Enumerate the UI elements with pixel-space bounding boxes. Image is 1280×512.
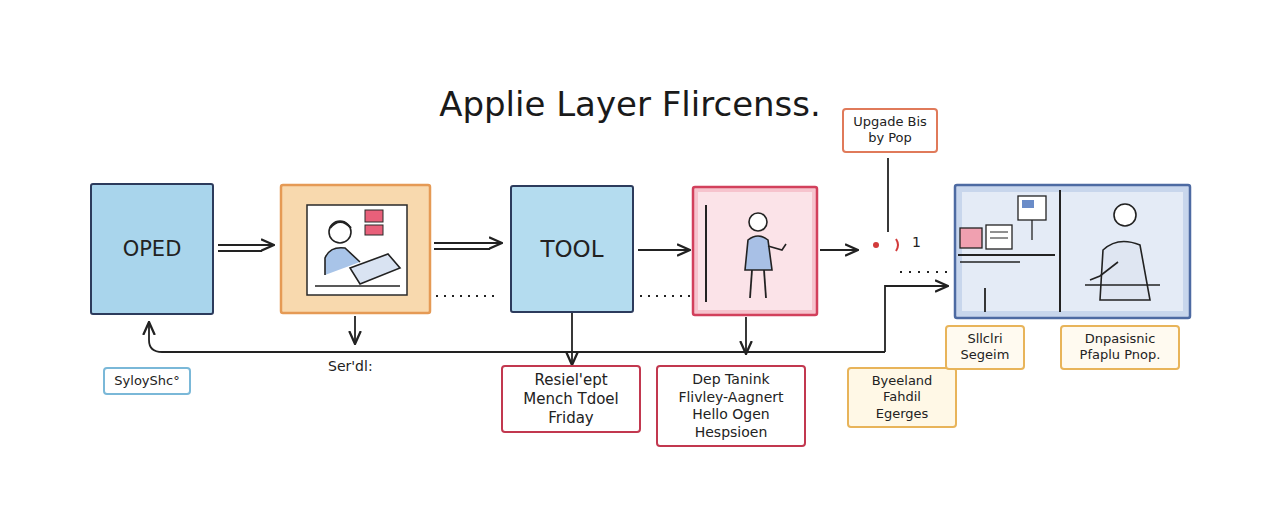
workstation-panel xyxy=(955,185,1190,318)
pink-illustration-box xyxy=(693,187,817,315)
orange-illustration-box xyxy=(281,185,430,313)
note-box: SyloyShc° xyxy=(103,367,190,395)
node-text: SyloyShc° xyxy=(114,373,179,389)
annotation-label: 1 xyxy=(910,234,923,250)
process-box: OPED xyxy=(90,183,214,315)
annotation-label: Ser'dl: xyxy=(326,358,375,374)
connector-arrow xyxy=(571,313,573,365)
note-box: Resiel'ept Mench Tdoel Friday xyxy=(501,365,641,433)
node-text: OPED xyxy=(123,237,182,261)
node-text: Byeeland Fahdil Egerges xyxy=(858,373,946,422)
note-box: Byeeland Fahdil Egerges xyxy=(847,367,957,428)
note-box: Sllclri Segeim xyxy=(945,325,1025,370)
node-text: Upgade Bis by Pop xyxy=(853,114,927,147)
signal-dots xyxy=(873,239,898,251)
node-text: Dnpasisnic Pfaplu Pnop. xyxy=(1071,331,1169,364)
node-text: TOOL xyxy=(540,236,603,262)
node-text: Resiel'ept Mench Tdoel Friday xyxy=(512,371,630,427)
node-text: Dep Tanink Flivley-Aagnert Hello Ogen He… xyxy=(667,371,795,441)
process-box: TOOL xyxy=(510,185,634,313)
flow-arrows xyxy=(149,158,985,354)
note-box: Dep Tanink Flivley-Aagnert Hello Ogen He… xyxy=(656,365,806,447)
node-text: Sllclri Segeim xyxy=(956,331,1014,364)
note-box: Dnpasisnic Pfaplu Pnop. xyxy=(1060,325,1180,370)
diagram-title: Applie Layer Flircenss. xyxy=(0,84,1260,124)
note-box: Upgade Bis by Pop xyxy=(842,108,938,153)
